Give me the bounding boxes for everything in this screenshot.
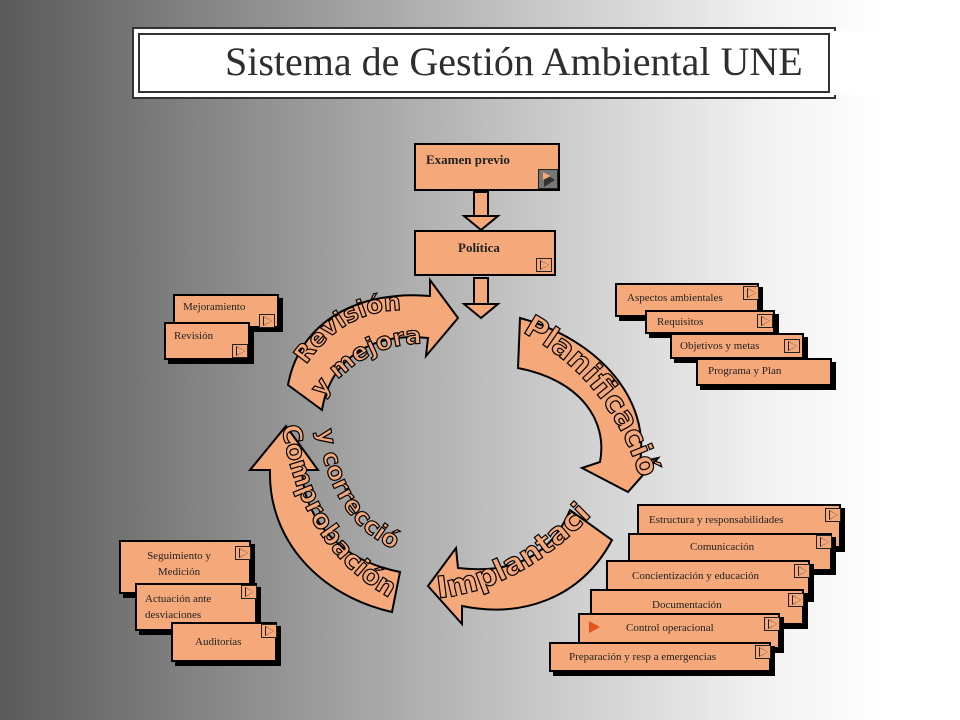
- play-nav-icon[interactable]: [235, 546, 251, 560]
- revision-box[interactable]: Revisión: [164, 322, 250, 360]
- play-nav-icon[interactable]: [261, 624, 277, 638]
- arrow-revision-mejora: [286, 276, 460, 412]
- auditorias-label: Auditorías: [195, 636, 242, 648]
- play-nav-icon[interactable]: [743, 286, 759, 300]
- page-title: Sistema de Gestión Ambiental UNE: [225, 39, 803, 84]
- estructura-responsabilidades-label: Estructura y responsabilidades: [649, 514, 784, 526]
- examen-previo-box[interactable]: Examen previo: [414, 143, 560, 191]
- requisitos-label: Requisitos: [657, 316, 704, 328]
- play-nav-icon[interactable]: [794, 564, 810, 578]
- programa-plan-label: Programa y Plan: [708, 365, 782, 377]
- play-nav-icon[interactable]: [825, 508, 841, 522]
- play-nav-icon[interactable]: [538, 169, 558, 189]
- comunicacion-label: Comunicación: [690, 541, 755, 553]
- arrow-implantacion: [426, 508, 614, 627]
- arrow-planificacion: [516, 316, 661, 494]
- requisitos-box[interactable]: Requisitos: [645, 310, 775, 334]
- documentacion-label: Documentación: [652, 599, 722, 611]
- play-nav-icon[interactable]: [757, 314, 773, 328]
- control-operacional-label: Control operacional: [626, 622, 714, 634]
- play-nav-icon[interactable]: [241, 585, 257, 599]
- play-nav-icon[interactable]: [259, 314, 275, 328]
- play-nav-icon[interactable]: [536, 258, 552, 272]
- arrow-examen-to-politica: [461, 191, 501, 232]
- play-nav-icon[interactable]: [788, 593, 804, 607]
- concientizacion-educacion-label: Concientización y educación: [632, 570, 760, 582]
- objetivos-metas-label: Objetivos y metas: [680, 340, 760, 352]
- politica-box[interactable]: Política: [414, 230, 556, 276]
- mejoramiento-label: Mejoramiento: [183, 301, 246, 313]
- play-nav-icon[interactable]: [784, 339, 800, 353]
- revision-item-label: Revisión: [174, 330, 214, 342]
- auditorias-box[interactable]: Auditorías: [171, 622, 277, 662]
- arrow-comprobacion-correccion: [247, 424, 402, 614]
- programa-plan-box[interactable]: Programa y Plan: [696, 358, 832, 386]
- planificacion-label: Planificación: [0, 0, 666, 481]
- preparacion-emergencias-label: Preparación y resp a emergencias: [569, 651, 717, 663]
- play-nav-icon[interactable]: [755, 645, 771, 659]
- play-nav-icon[interactable]: [764, 617, 780, 631]
- examen-previo-label: Examen previo: [426, 152, 510, 167]
- objetivos-metas-box[interactable]: Objetivos y metas: [670, 333, 804, 359]
- play-active-icon[interactable]: [586, 620, 602, 633]
- politica-label: Política: [458, 240, 500, 255]
- title-frame: [132, 27, 836, 99]
- arrow-politica-to-cycle: [461, 277, 501, 320]
- title-frame-extension: [832, 31, 898, 95]
- preparacion-emergencias-box[interactable]: Preparación y resp a emergencias: [549, 642, 771, 672]
- comprobacion-label-line2: y corrección: [0, 0, 404, 555]
- seguimiento-medicion-label: Seguimiento y Medición: [147, 550, 211, 578]
- play-nav-icon[interactable]: [816, 535, 832, 549]
- play-nav-icon[interactable]: [232, 344, 248, 358]
- aspectos-ambientales-label: Aspectos ambientales: [627, 292, 723, 304]
- actuacion-desviaciones-label: Actuación ante desviaciones: [145, 593, 212, 621]
